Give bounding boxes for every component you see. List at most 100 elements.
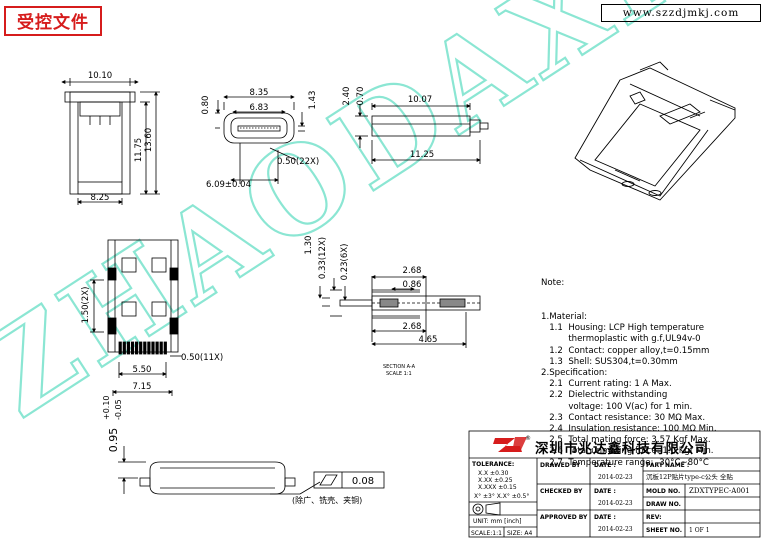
dim-pad-w2: 7.15	[133, 382, 152, 392]
tol-angle: X° ±3° X.X° ±0.5°	[474, 493, 530, 500]
note-line: 2.6 Total unmating force: 1.0 Kgf Min.	[541, 446, 714, 457]
pcb-pad	[147, 341, 151, 355]
dim-pad-v3: 0.23(6X)	[340, 244, 350, 281]
notes-block: Note: 1.Material: 1.1 Housing: LCP High …	[541, 256, 717, 480]
part-name-label: PART NAME :	[646, 462, 690, 469]
size-label: SIZE: A4	[507, 530, 533, 537]
pcb-pad	[155, 341, 159, 355]
note-line: 2.1 Current rating: 1 A Max.	[541, 379, 672, 390]
dim-front-pitch: 0.50(22X)	[277, 157, 319, 167]
notes-lines: 1.Material: 1.1 Housing: LCP High temper…	[541, 312, 717, 469]
note-line: 2.4 Insulation resistance: 100 MΩ Min.	[541, 424, 717, 435]
dim-front-h2: 1.43	[308, 91, 318, 110]
dim-pad-pitch-h: 0.50(11X)	[181, 353, 223, 363]
pcb-pad	[122, 341, 126, 355]
note-line: 2.7 Temperature range: -30°C~80°C	[541, 457, 709, 468]
dim-top-height-2: 13.60	[144, 128, 154, 152]
dim-top-height-1: 11.75	[134, 138, 144, 162]
dim-bottom-width: 8.25	[91, 193, 110, 203]
company-name: 深圳市兆达鑫科技有限公司	[535, 441, 709, 457]
front-view	[215, 95, 305, 184]
draw-no-label: DRAW NO.	[646, 501, 681, 508]
dim-pad-w1: 5.50	[133, 365, 152, 375]
pcb-pad	[151, 341, 155, 355]
note-line: 1.2 Contact: copper alloy,t=0.15mm	[541, 345, 710, 356]
part-name-value: 沉板12P贴片type-c公头 全贴	[646, 473, 733, 481]
dim-sec-h2: 0.86	[403, 280, 422, 290]
dim-front-w2: 6.83	[250, 103, 269, 113]
dim-side-w1: 10.07	[408, 95, 432, 105]
checked-by-label: CHECKED BY	[540, 488, 583, 495]
process-note: (除广、铣壳、夹铜)	[292, 495, 362, 505]
mold-no-label: MOLD NO.	[646, 488, 681, 495]
tol-xxx: X.XXX ±0.15	[478, 484, 517, 491]
bottom-view	[118, 446, 321, 495]
rev-label: REV:	[646, 514, 662, 521]
dim-front-w1: 8.35	[250, 88, 269, 98]
drawn-by-label: DRAWED BY	[540, 462, 581, 469]
note-line: 2.5 Total mating force: 3.57 Kgf Max.	[541, 435, 711, 446]
date-value-2: 2014-02-23	[598, 500, 633, 507]
pcb-pad	[139, 341, 143, 355]
pcb-pad	[163, 341, 167, 355]
note-line: 2.Specification:	[541, 368, 608, 379]
unit-label: UNIT: mm [inch]	[473, 518, 522, 525]
dim-front-h1: 0.80	[201, 96, 211, 115]
section-view	[318, 275, 481, 348]
note-line: 2.2 Dielectric withstanding	[541, 390, 668, 401]
tol-xx: X.XX ±0.25	[478, 477, 513, 484]
note-line: 2.3 Contact resistance: 30 MΩ Max.	[541, 412, 706, 423]
dim-pad-pitch-v: 1.50(2X)	[81, 287, 91, 324]
notes-title: Note:	[541, 278, 565, 289]
pcb-pad	[126, 341, 130, 355]
registered-mark: ®	[525, 435, 531, 442]
dim-front-pin-span: 6.09±0.04	[206, 180, 251, 190]
pcb-pad	[159, 341, 163, 355]
tolerance-label: TOLERANCE:	[472, 461, 515, 468]
dim-side-h1: 2.40	[342, 87, 352, 106]
title-block-grid	[468, 430, 761, 538]
bottom-height-dim: 0.95 +0.10 -0.05	[102, 395, 123, 452]
pcb-pad	[118, 341, 122, 355]
sheet-no-value: 1 OF 1	[689, 527, 710, 534]
note-line: voltage: 100 V(ac) for 1 min.	[541, 401, 693, 412]
dim-sec-h3: 2.68	[403, 322, 422, 332]
note-line: 1.3 Shell: SUS304,t=0.30mm	[541, 356, 678, 367]
dim-sec-h1: 2.68	[403, 266, 422, 276]
side-view	[355, 103, 489, 164]
pcb-layout	[90, 239, 182, 396]
controlled-document-stamp: 受控文件	[4, 6, 102, 36]
date-value-1: 2014-02-23	[598, 474, 633, 481]
mold-no-value: ZDXTYPEC-A001	[689, 487, 750, 495]
date-label-2: DATE :	[594, 488, 616, 495]
flatness-callout: 0.08	[313, 471, 385, 489]
section-scale: SCALE 1:1	[386, 371, 412, 377]
note-line: 1.Material:	[541, 312, 588, 323]
scale-label: SCALE:1:1	[471, 530, 502, 537]
dim-bottom-tol-minus: -0.05	[114, 399, 123, 420]
company-logo	[493, 437, 527, 452]
approved-by-label: APPROVED BY	[540, 514, 588, 521]
flatness-value: 0.08	[352, 476, 374, 487]
top-view	[61, 78, 160, 205]
isometric-view	[574, 61, 736, 201]
website-url[interactable]: www.szzdjmkj.com	[601, 4, 761, 22]
dim-bottom-tol-plus: +0.10	[102, 395, 111, 420]
dim-bottom-h: 0.95	[107, 428, 120, 453]
date-label-3: DATE :	[594, 514, 616, 521]
tol-x: X.X ±0.30	[478, 470, 509, 477]
note-line: 1.1 Housing: LCP High temperature	[541, 323, 705, 334]
pcb-pad	[130, 341, 135, 355]
note-line: thermoplastic with g.f,UL94v-0	[541, 334, 701, 345]
sheet-no-label: SHEET NO.	[646, 527, 682, 534]
pcb-pad	[134, 341, 139, 355]
dim-sec-h4: 4.65	[419, 335, 438, 345]
dim-pad-v1: 1.30	[304, 236, 314, 255]
dim-pad-v2: 0.33(12X)	[318, 237, 328, 279]
date-label-1: DATE :	[594, 462, 616, 469]
dim-side-w2: 11.25	[410, 150, 434, 160]
date-value-3: 2014-02-23	[598, 526, 633, 533]
dim-side-h2: 0.70	[356, 87, 366, 106]
pcb-pad	[143, 341, 147, 355]
